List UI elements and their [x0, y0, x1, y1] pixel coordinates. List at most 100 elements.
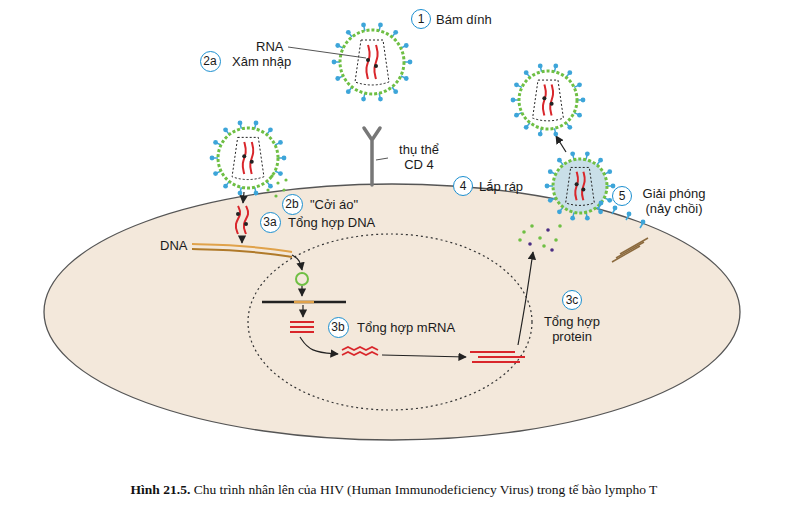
- callout-text: 3c: [566, 294, 579, 306]
- spike-head: [346, 30, 351, 35]
- envelope-fragment: [282, 188, 285, 191]
- spike-head: [553, 132, 558, 137]
- mrna: [290, 331, 314, 333]
- spike-head: [378, 97, 383, 102]
- arrow: [518, 252, 533, 345]
- rna-strand: [543, 85, 546, 116]
- envelope-fragment: [276, 181, 279, 184]
- nucleus: [248, 234, 532, 410]
- rna-strand: [366, 45, 369, 79]
- spike-head: [545, 184, 550, 189]
- arrow: [382, 355, 466, 357]
- spike-head: [524, 125, 529, 130]
- spike-head: [213, 140, 218, 145]
- spike-head: [577, 82, 582, 87]
- step-label: "Cởi áo": [310, 197, 358, 212]
- envelope-fragment: [284, 178, 287, 181]
- spike-head: [254, 121, 259, 126]
- envelope-fragment: [270, 174, 273, 177]
- figure-number: Hình 21.5.: [131, 482, 191, 497]
- spike-head: [557, 209, 562, 214]
- rna-strand: [244, 206, 248, 234]
- mrna-wavy: [342, 347, 378, 350]
- spike-head: [581, 98, 586, 103]
- mrna-wavy: [342, 352, 378, 355]
- spike-head: [404, 76, 409, 81]
- step-label: Lắp ráp: [479, 179, 523, 194]
- viral-protein: [542, 244, 546, 248]
- viral-protein: [550, 248, 554, 252]
- cell-membrane: [44, 184, 740, 440]
- arrow: [302, 305, 303, 317]
- spike-head: [223, 127, 228, 132]
- enzyme: [366, 58, 370, 62]
- spike-head: [268, 127, 273, 132]
- enzyme: [581, 187, 585, 191]
- envelope: [519, 71, 577, 129]
- callout-text: 5: [619, 190, 626, 202]
- enzyme: [244, 222, 248, 226]
- rna-strand: [550, 85, 553, 116]
- enzyme: [250, 160, 254, 164]
- spike-head: [585, 216, 590, 221]
- callout-number: 3a: [260, 212, 281, 233]
- spike-head: [598, 158, 603, 163]
- envelope: [218, 128, 278, 188]
- spike-head: [393, 30, 398, 35]
- viral-protein: [554, 238, 558, 242]
- caption: Hình 21.5. Chu trình nhân lên của HIV (H…: [0, 482, 788, 498]
- envelope: [553, 159, 607, 213]
- step-label: Tổng hợp DNA: [288, 215, 375, 230]
- spike-head: [268, 184, 273, 189]
- mrna: [290, 321, 314, 323]
- spike-head: [361, 23, 366, 28]
- callout-text: 4: [460, 180, 467, 192]
- viral-protein: [530, 224, 534, 228]
- spike-head: [627, 212, 632, 217]
- spike-head: [598, 209, 603, 214]
- callout-text: 3a: [263, 216, 276, 228]
- spike-head: [577, 113, 582, 118]
- arrow: [301, 286, 302, 296]
- spike-head: [238, 121, 243, 126]
- step-label: Giải phóng (nảy chồi): [632, 186, 716, 216]
- mrna: [478, 356, 525, 358]
- drawing: [192, 23, 648, 362]
- spike-head: [538, 63, 543, 68]
- virion-body: [519, 71, 577, 129]
- hiv-virion: [511, 63, 586, 136]
- callout-text: 1: [418, 13, 425, 25]
- virion-body: [218, 128, 278, 188]
- capsid: [355, 40, 389, 85]
- arrow: [292, 255, 302, 270]
- callout-number: 2a: [200, 51, 221, 72]
- dna-strand: [192, 249, 292, 257]
- step-label: RNA: [256, 39, 283, 54]
- caption-text: Chu trình nhân lên của HIV (Human Immuno…: [190, 482, 657, 497]
- rna-strand: [236, 206, 240, 234]
- spike-head: [567, 125, 572, 130]
- spike-head: [511, 98, 516, 103]
- spike-head: [378, 23, 383, 28]
- spike-head: [210, 156, 215, 161]
- spike-head: [514, 82, 519, 87]
- hiv-virion: [545, 151, 616, 220]
- spike-head: [335, 43, 340, 48]
- viral-protein: [546, 228, 550, 232]
- spike-head: [585, 151, 590, 156]
- callout-number: 1: [411, 9, 431, 29]
- spike-head: [278, 171, 283, 176]
- membrane-fold: [616, 242, 644, 258]
- callout-text: 2a: [203, 55, 216, 67]
- spike-head: [557, 158, 562, 163]
- spike-head: [393, 89, 398, 94]
- spike-head: [332, 60, 337, 65]
- rna-strand: [250, 142, 253, 174]
- step-label: DNA: [160, 238, 187, 253]
- enzyme: [242, 154, 246, 158]
- spike-head: [254, 191, 259, 196]
- leader-line: [376, 158, 388, 160]
- spike-head: [213, 171, 218, 176]
- arrow: [243, 192, 244, 203]
- spike-head: [613, 206, 618, 211]
